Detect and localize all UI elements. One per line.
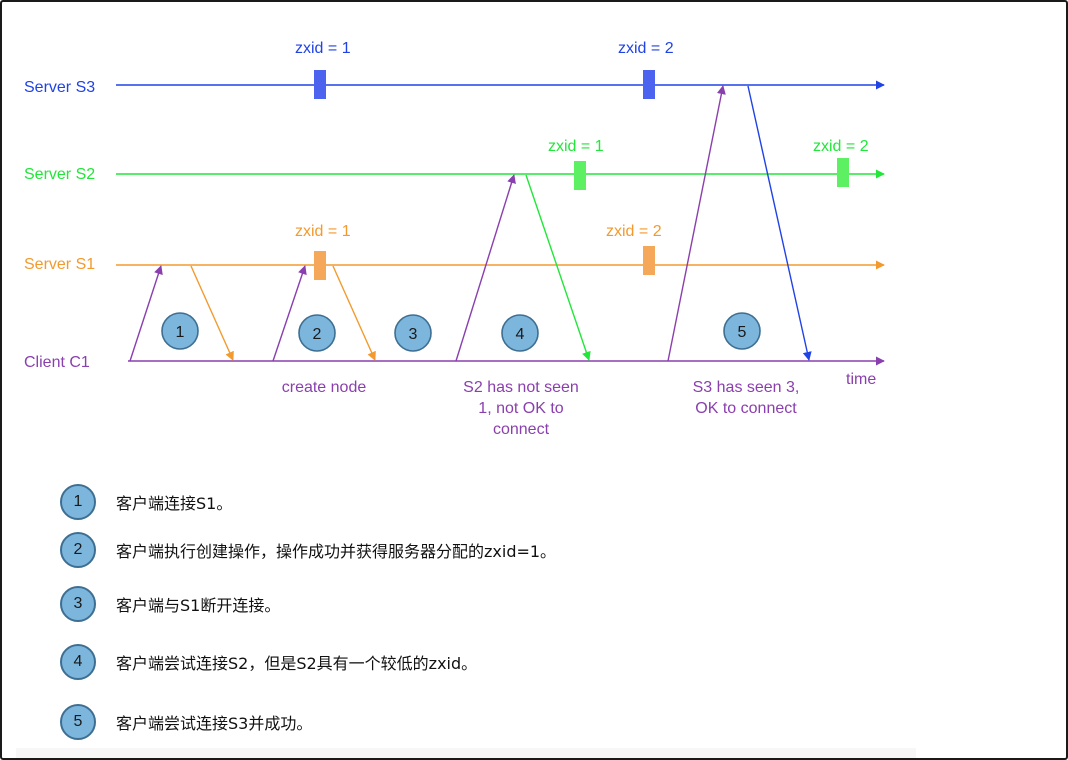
s3-zxid1-label: zxid = 1: [295, 40, 351, 57]
step-badge-1-number: 1: [176, 324, 185, 341]
legend-item: 1 客户端连接S1。: [60, 482, 232, 522]
client-to-s2-arrow: [455, 174, 516, 362]
client-to-s1-arrow-1: [129, 265, 163, 362]
legend-item: 4 客户端尝试连接S2，但是S2具有一个较低的zxid。: [60, 642, 477, 682]
step-badge-2: 2: [298, 314, 336, 352]
step-badge-2-number: 2: [313, 326, 322, 343]
step-badge-4: 4: [501, 314, 539, 352]
bottom-strip: [16, 748, 916, 758]
timeline-diagram: Server S3 Server S2 Server S1 Client C1 …: [24, 40, 885, 438]
step-badge-3-number: 3: [409, 326, 418, 343]
server-s1-label: Server S1: [24, 256, 95, 273]
s3-zxid1-event: [314, 70, 326, 99]
legend-badge: 1: [60, 484, 96, 520]
s3-zxid2-label: zxid = 2: [618, 40, 674, 57]
client-c1-label: Client C1: [24, 354, 90, 371]
note-create-node: create node: [282, 379, 367, 396]
legend-text: 客户端尝试连接S2，但是S2具有一个较低的zxid。: [116, 654, 478, 673]
legend-badge: 5: [60, 704, 96, 740]
s2-zxid1-label: zxid = 1: [548, 138, 604, 155]
legend-badge: 2: [60, 532, 96, 568]
note-s2-line3: connect: [493, 421, 550, 438]
s1-to-client-arrow-2: [332, 265, 376, 361]
s2-zxid1-event: [574, 161, 586, 190]
step-badge-1: 1: [161, 312, 199, 350]
step-badge-3: 3: [394, 314, 432, 352]
note-s2-line1: S2 has not seen: [463, 379, 579, 396]
legend-item: 3 客户端与S1断开连接。: [60, 584, 280, 624]
note-s3-line2: OK to connect: [695, 400, 797, 417]
s1-zxid1-event: [314, 251, 326, 280]
legend-text: 客户端尝试连接S3并成功。: [116, 714, 313, 733]
client-to-s1-arrow-2: [272, 265, 307, 362]
legend-text: 客户端执行创建操作，操作成功并获得服务器分配的zxid=1。: [116, 542, 557, 561]
legend-text: 客户端与S1断开连接。: [116, 596, 281, 615]
step-badge-5-number: 5: [738, 324, 747, 341]
s3-zxid2-event: [643, 70, 655, 99]
server-s3-label: Server S3: [24, 79, 95, 96]
s2-to-client-arrow: [525, 174, 591, 361]
legend-item: 5 客户端尝试连接S3并成功。: [60, 702, 312, 742]
s1-to-client-arrow-1: [190, 265, 234, 361]
s3-to-client-arrow: [747, 85, 812, 361]
s1-zxid2-event: [643, 246, 655, 275]
step-badge-5: 5: [723, 312, 761, 350]
step-legend: 1 客户端连接S1。 2 客户端执行创建操作，操作成功并获得服务器分配的zxid…: [60, 482, 760, 742]
s1-zxid2-label: zxid = 2: [606, 223, 662, 240]
client-to-s3-arrow: [667, 85, 726, 362]
s1-zxid1-label: zxid = 1: [295, 223, 351, 240]
step-badge-4-number: 4: [516, 326, 525, 343]
note-s2-line2: 1, not OK to: [478, 400, 563, 417]
legend-item: 2 客户端执行创建操作，操作成功并获得服务器分配的zxid=1。: [60, 530, 556, 570]
legend-badge: 4: [60, 644, 96, 680]
time-axis-label: time: [846, 371, 876, 388]
note-s3-line1: S3 has seen 3,: [693, 379, 800, 396]
legend-text: 客户端连接S1。: [116, 494, 233, 513]
legend-badge: 3: [60, 586, 96, 622]
server-s2-label: Server S2: [24, 166, 95, 183]
s2-zxid2-label: zxid = 2: [813, 138, 869, 155]
s2-zxid2-event: [837, 158, 849, 187]
